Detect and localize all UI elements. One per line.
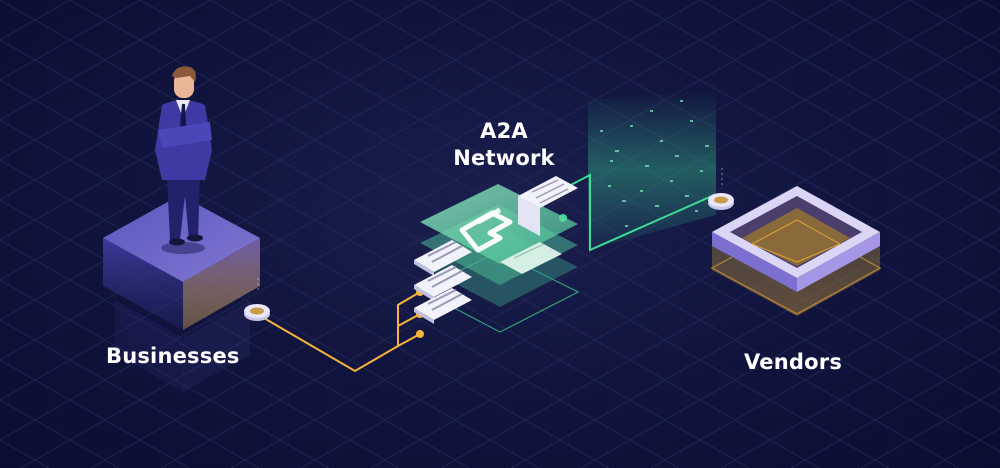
coin-icon xyxy=(708,168,734,210)
business-pedestal xyxy=(103,195,260,392)
data-stream xyxy=(588,90,716,250)
connector-node xyxy=(416,330,424,338)
businessman-icon xyxy=(155,66,212,254)
document-icon xyxy=(500,242,562,274)
document-icon xyxy=(414,265,472,301)
network-title-line1: A2A xyxy=(480,119,528,143)
coin-icon xyxy=(244,278,270,321)
vendor-tray-icon xyxy=(710,186,882,316)
businesses-label: Businesses xyxy=(106,344,240,368)
business-connector-line xyxy=(256,291,421,373)
document-icon xyxy=(414,240,472,276)
network-title: A2A Network xyxy=(404,118,604,172)
document-icon xyxy=(414,288,472,324)
vendors-label: Vendors xyxy=(744,350,843,374)
a2a-logo-icon xyxy=(459,207,513,253)
document-icon xyxy=(518,176,578,236)
network-title-line2: Network xyxy=(453,146,555,170)
vendor-connector-line xyxy=(564,173,713,252)
